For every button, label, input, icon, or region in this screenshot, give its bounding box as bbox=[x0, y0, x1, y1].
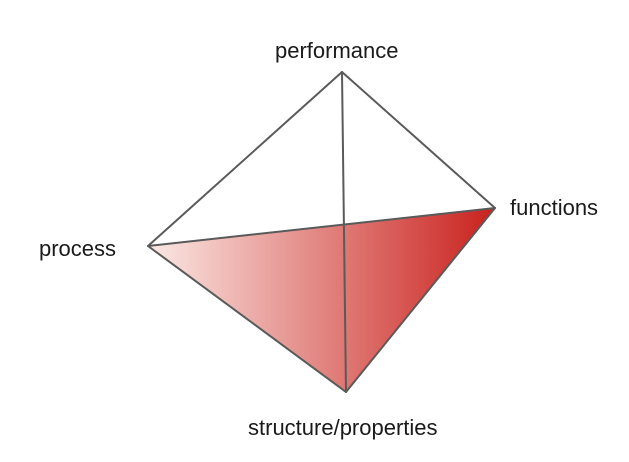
edge-functions-structure bbox=[345, 207, 496, 393]
vertex-label-functions: functions bbox=[510, 195, 599, 220]
edge-process-functions bbox=[147, 207, 496, 247]
edge-process-structure bbox=[147, 245, 347, 393]
shaded-face bbox=[148, 208, 495, 392]
vertex-label-process: process bbox=[39, 236, 117, 261]
edge-performance-process bbox=[147, 71, 343, 247]
edge-performance-functions bbox=[341, 71, 496, 209]
vertex-label-performance: performance bbox=[275, 38, 399, 63]
edge-performance-structure bbox=[341, 71, 347, 393]
vertex-label-structure-properties: structure/properties bbox=[248, 415, 438, 440]
